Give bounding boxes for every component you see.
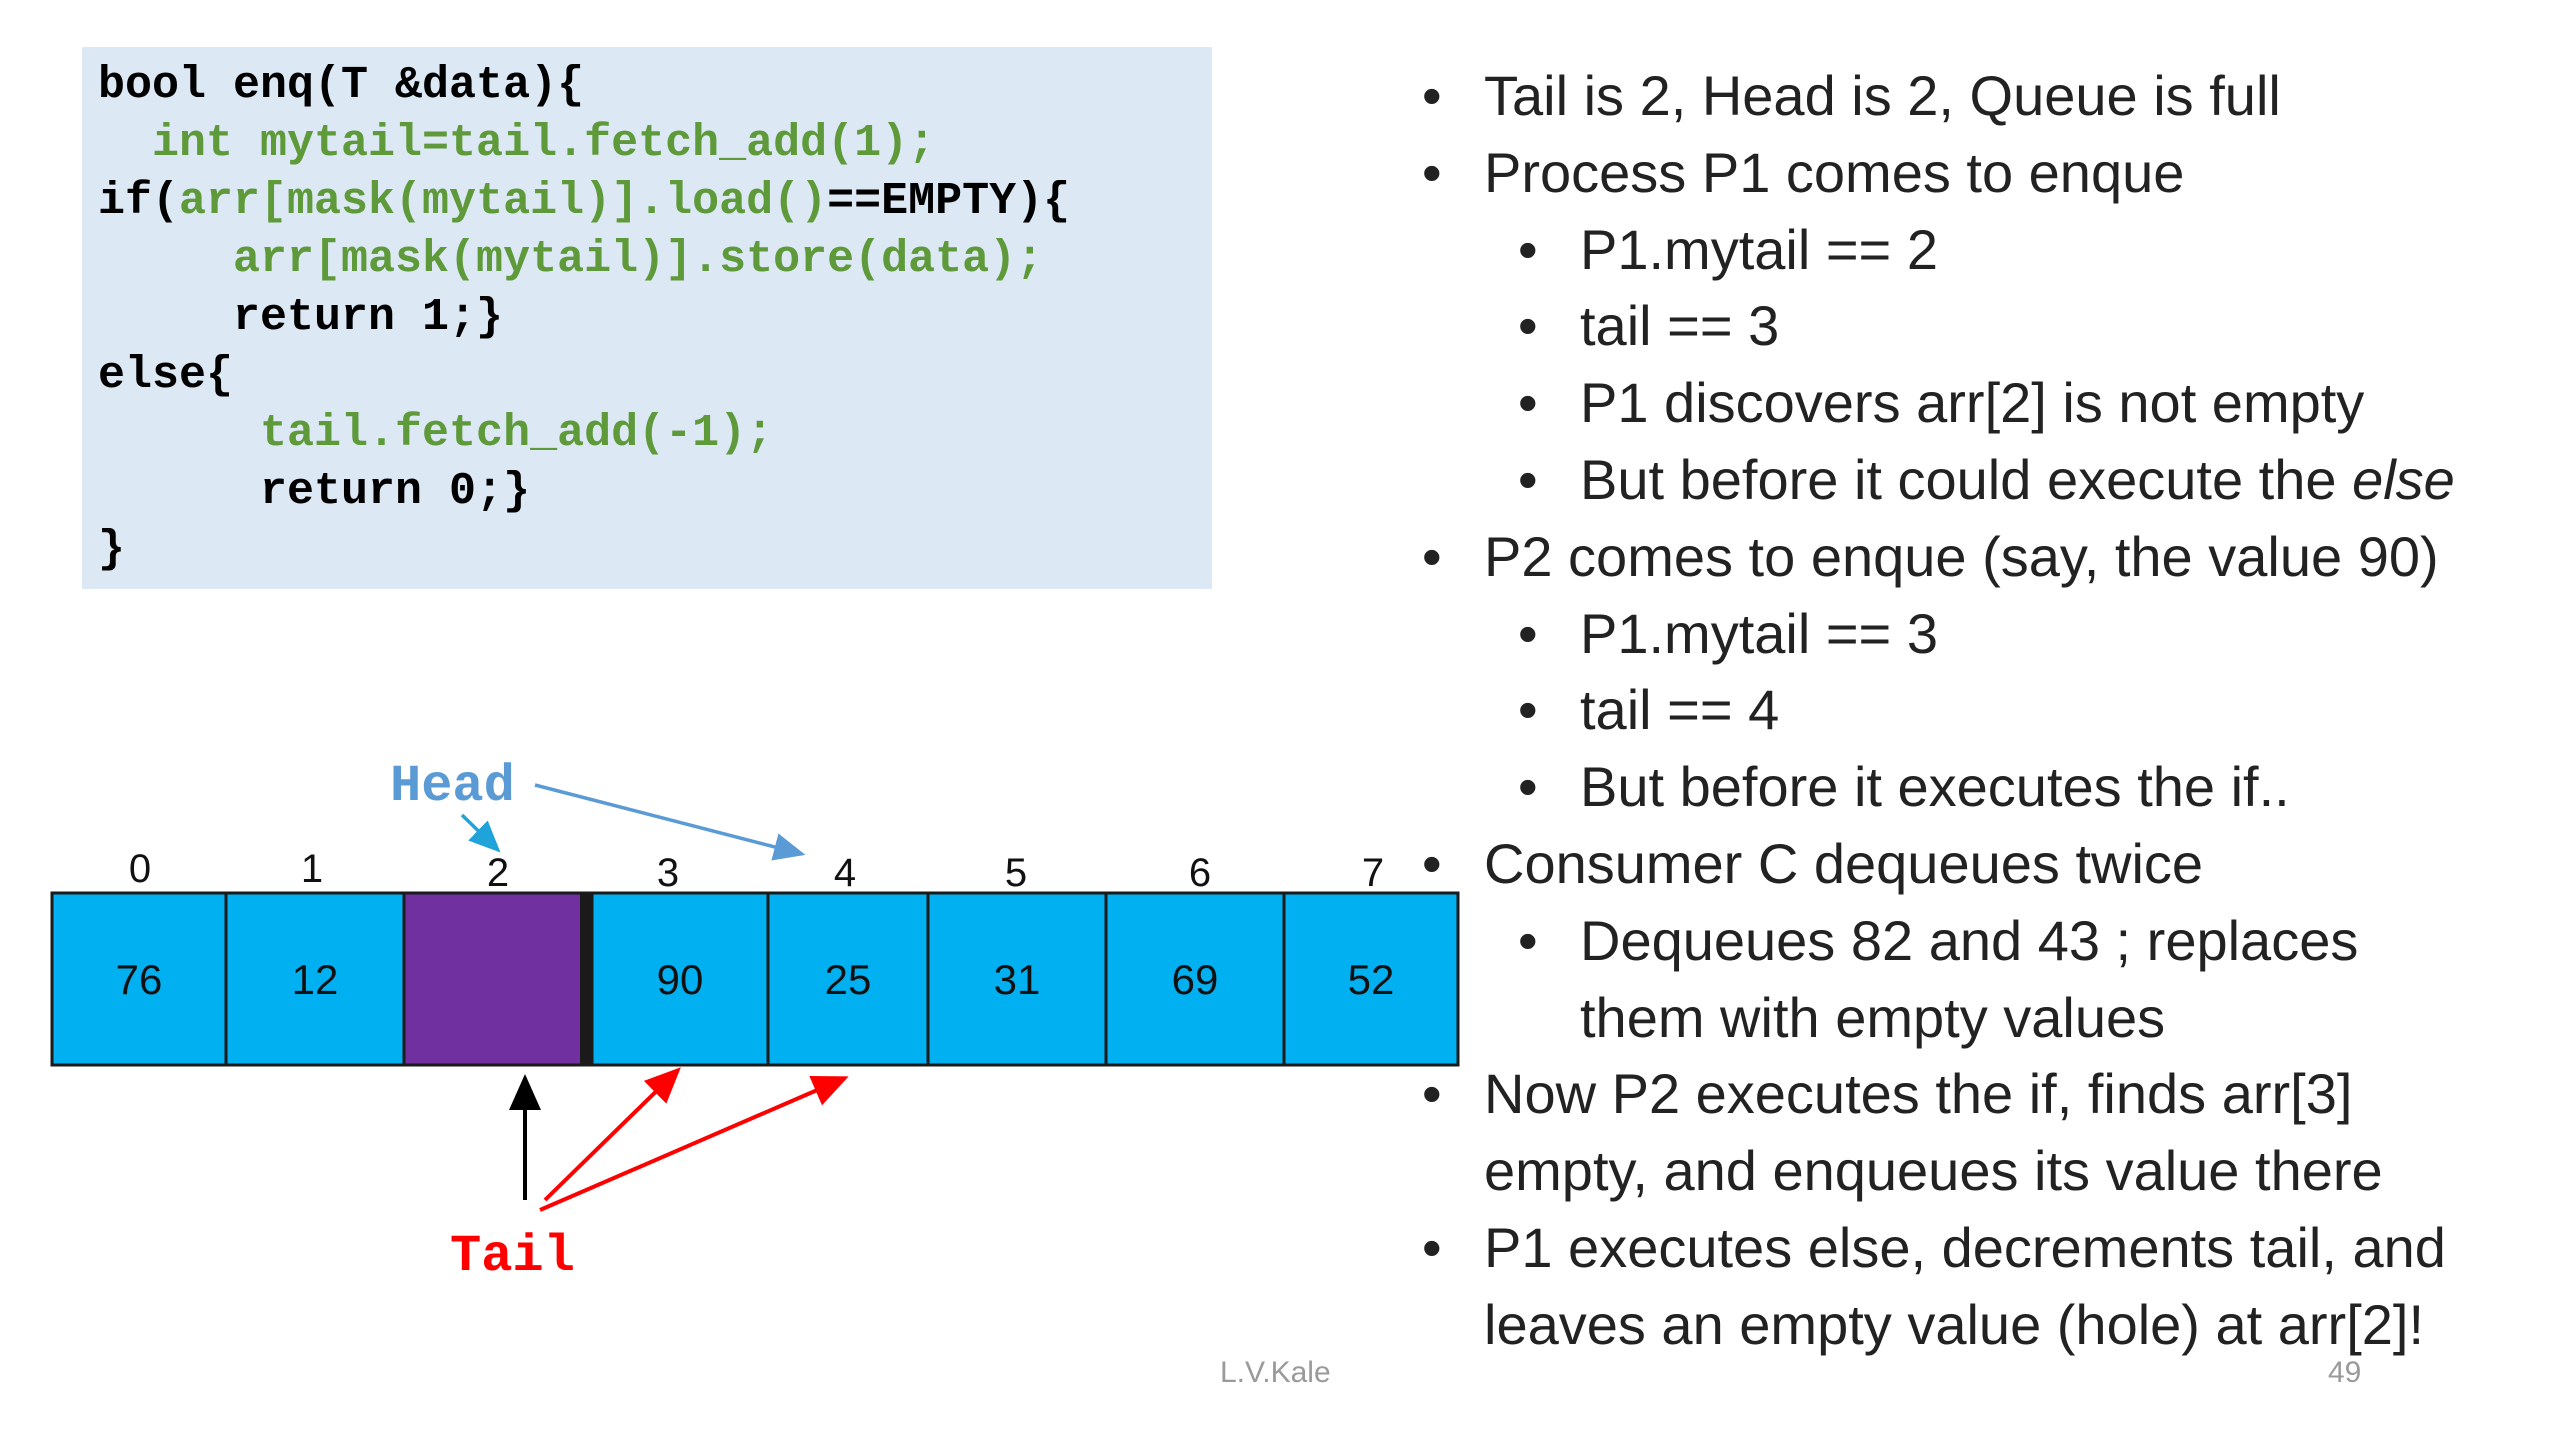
bullet-14: • Now P2 executes the if, finds arr[3] [1422,1056,2353,1132]
queue-cell-value-1: 12 [292,956,339,1003]
queue-index-7: 7 [1362,851,1384,895]
bullet-text: P1.mytail == 2 [1580,217,1938,281]
code-line-3: if(arr[mask(mytail)].load()==EMPTY){ [98,173,1070,231]
code-line-4: arr[mask(mytail)].store(data); [98,234,1044,285]
bullet-text: But before it could execute the [1580,448,2353,511]
queue-cell-value-7: 52 [1348,956,1395,1003]
queue-cell-4 [766,891,930,1067]
bullet-7: • P2 comes to enque (say, the value 90) [1422,519,2439,595]
bullet-text: P1.mytail == 3 [1580,601,1938,665]
bullet-text: tail == 3 [1580,294,1780,358]
queue-index-6: 6 [1189,851,1211,895]
bullet-dot: • [1518,601,1538,665]
bullet-text: P1 discovers arr[2] is not empty [1580,371,2365,435]
code-line-6: else{ [98,350,234,401]
tail-label: Tail [450,1227,575,1286]
bullet-text: leaves an empty value (hole) at arr[2]! [1484,1292,2425,1356]
bullet-dot: • [1422,1062,1442,1126]
queue-index-4: 4 [834,851,856,895]
bullet-9: • tail == 4 [1518,672,1780,748]
queue-cell-value-4: 25 [825,956,872,1003]
bullet-10: • But before it executes the if.. [1518,749,2290,825]
hole-divider [580,893,592,1065]
queue-indices: 0 1 2 3 4 5 6 7 [129,847,1384,895]
bullet-text: Dequeues 82 and 43 ; replaces [1580,908,2359,972]
head-arrow-to-4 [534,783,806,861]
bullet-text: Consumer C dequeues twice [1484,832,2204,895]
bullet-11: • Consumer C dequeues twice [1422,826,2204,902]
queue-cell-0 [50,891,228,1067]
bullet-text: But before it executes the if.. [1580,755,2290,819]
code-snippet: bool enq(T &data){ int mytail=tail.fetch… [82,47,1212,589]
bullet-dot: • [1518,371,1538,435]
bullet-17: leaves an empty value (hole) at arr[2]! [1484,1287,2424,1363]
queue-cell-value-5: 31 [994,956,1041,1003]
footer-author: L.V.Kale [1220,1356,1331,1389]
bullet-dot: • [1422,140,1442,204]
bullet-text: Process P1 comes to enque [1484,140,2185,204]
queue-cell-2 [402,891,594,1067]
bullet-dot: • [1422,832,1442,895]
bullet-dot: • [1518,678,1538,742]
bullet-2: • Process P1 comes to enque [1422,135,2185,211]
bullet-5: • P1 discovers arr[2] is not empty [1518,365,2365,441]
bullet-16: • P1 executes else, decrements tail, and [1422,1210,2446,1286]
bullet-dot: • [1518,908,1538,972]
tail-arrow-to-4 [539,1076,849,1212]
bullet-1: • Tail is 2, Head is 2, Queue is full [1422,58,2281,134]
queue-cell-3 [590,891,770,1067]
slide-number: 49 [2328,1356,2362,1389]
bullet-text: tail == 4 [1580,678,1780,742]
bullet-15: empty, and enqueues its value there [1484,1133,2383,1209]
code-line-3-text: if(arr[mask(mytail)].load()==EMPTY){ [98,176,1071,227]
bullet-12: • Dequeues 82 and 43 ; replaces [1518,903,2359,979]
queue-cell-value-0: 76 [116,956,163,1003]
bullet-6: • But before it could execute the else [1518,442,2455,518]
queue-index-1: 1 [301,847,323,891]
code-line-5: return 1;} [98,292,504,343]
code-line-2: int mytail=tail.fetch_add(1); [98,118,936,169]
queue-cell-7 [1282,891,1460,1067]
bullet-text: empty, and enqueues its value there [1484,1139,2383,1203]
code-line-9: } [98,524,126,575]
bullet-dot: • [1518,755,1538,819]
bullet-dot: • [1518,294,1538,358]
bullet-3: • P1.mytail == 2 [1518,212,1938,288]
queue-cell-value-6: 69 [1172,956,1219,1003]
bullet-dot: • [1422,64,1442,127]
tail-arrow-to-3 [543,1067,681,1202]
bullet-text: them with empty values [1580,985,2166,1049]
bullet-text: Tail is 2, Head is 2, Queue is full [1484,64,2281,127]
code-line-1: bool enq(T &data){ [98,60,585,111]
bullet-emphasis: else [2352,448,2455,511]
bullet-text: Now P2 executes the if, finds arr[3] [1484,1062,2353,1126]
bullet-dot: • [1518,217,1538,281]
bullet-13: them with empty values [1580,980,2165,1056]
queue-cell-1 [224,891,406,1067]
head-arrow-to-2 [460,813,501,853]
bullet-8: • P1.mytail == 3 [1518,596,1938,672]
bullet-text: P2 comes to enque (say, the value 90) [1484,524,2439,588]
head-label: Head [390,757,515,816]
bullet-dot: • [1422,524,1442,588]
code-line-8: return 0;} [98,466,531,517]
queue-cell-value-3: 90 [657,956,704,1003]
bullet-text: P1 executes else, decrements tail, and [1484,1216,2446,1279]
queue-index-2: 2 [487,851,509,895]
queue-array: 76 12 90 25 31 69 52 [50,891,1460,1067]
code-line-7: tail.fetch_add(-1); [98,408,774,459]
queue-cell-5 [926,891,1108,1067]
queue-index-5: 5 [1005,851,1027,895]
bullet-4: • tail == 3 [1518,288,1780,364]
bullet-dot: • [1518,448,1538,511]
bullet-dot: • [1422,1216,1442,1279]
queue-index-3: 3 [657,851,679,895]
queue-index-0: 0 [129,847,151,891]
